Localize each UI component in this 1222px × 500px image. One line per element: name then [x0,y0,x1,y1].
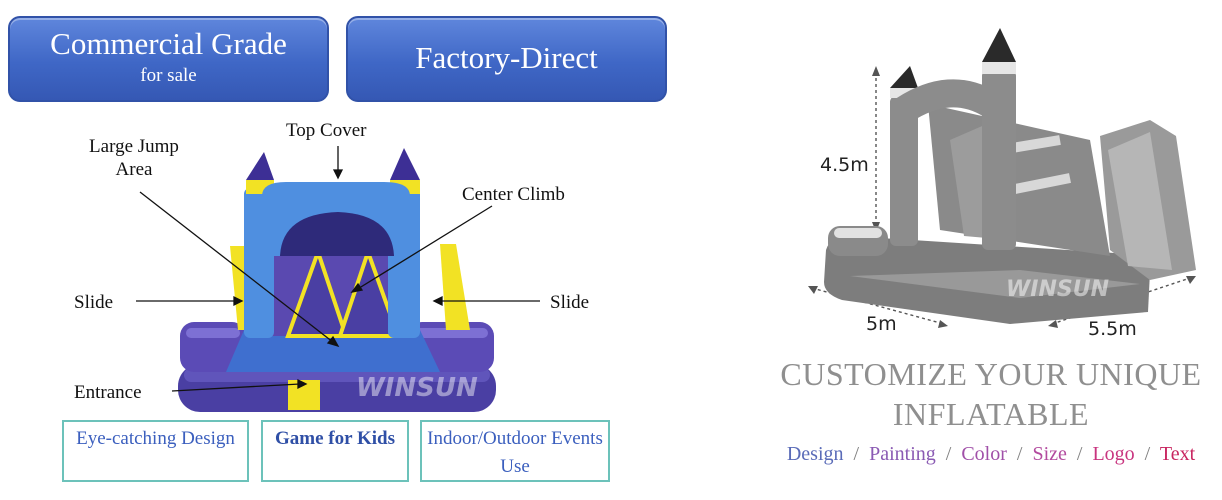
factory-direct-badge: Factory-Direct [346,16,667,102]
customized-inflatable-image: WINSUN [808,28,1196,328]
height-dimension-label: 4.5m [820,154,869,176]
badge-subtitle: for sale [140,65,197,86]
large-jump-area-label: Large Jump Area [89,136,179,180]
option-separator: / [940,443,957,465]
customize-headline-line1: CUSTOMIZE YOUR UNIQUE [780,356,1202,392]
top-cover-label: Top Cover [286,120,367,141]
center-climb-label: Center Climb [462,184,565,205]
option-size: Size [1032,443,1067,465]
feature-game-for-kids: Game for Kids [261,420,409,482]
option-color: Color [961,443,1007,465]
commercial-grade-badge: Commercial Grade for sale [8,16,329,102]
feature-indoor-outdoor-events: Indoor/Outdoor Events Use [420,420,610,482]
depth-dimension-label: 5.5m [1088,318,1137,340]
entrance-label: Entrance [74,382,142,403]
customize-headline-line2: INFLATABLE [892,396,1090,432]
option-separator: / [1011,443,1028,465]
option-design: Design [786,443,844,465]
slide-right-label: Slide [550,292,590,313]
option-text: Text [1159,443,1196,465]
badge-title: Factory-Direct [415,40,598,75]
callout-arrows [136,146,540,392]
option-separator: / [848,443,865,465]
option-separator: / [1071,443,1088,465]
badge-title: Commercial Grade [50,26,287,61]
option-logo: Logo [1092,443,1135,465]
customization-options: Design / Painting / Color / Size / Logo … [760,443,1222,466]
option-separator: / [1139,443,1156,465]
slide-left-label: Slide [74,292,114,313]
option-painting: Painting [869,443,936,465]
feature-eye-catching-design: Eye-catching Design [62,420,249,482]
svg-text:WINSUN: WINSUN [1006,277,1109,302]
width-dimension-label: 5m [866,313,897,335]
svg-text:WINSUN: WINSUN [356,373,478,403]
colored-inflatable-image: WINSUN [178,148,496,412]
